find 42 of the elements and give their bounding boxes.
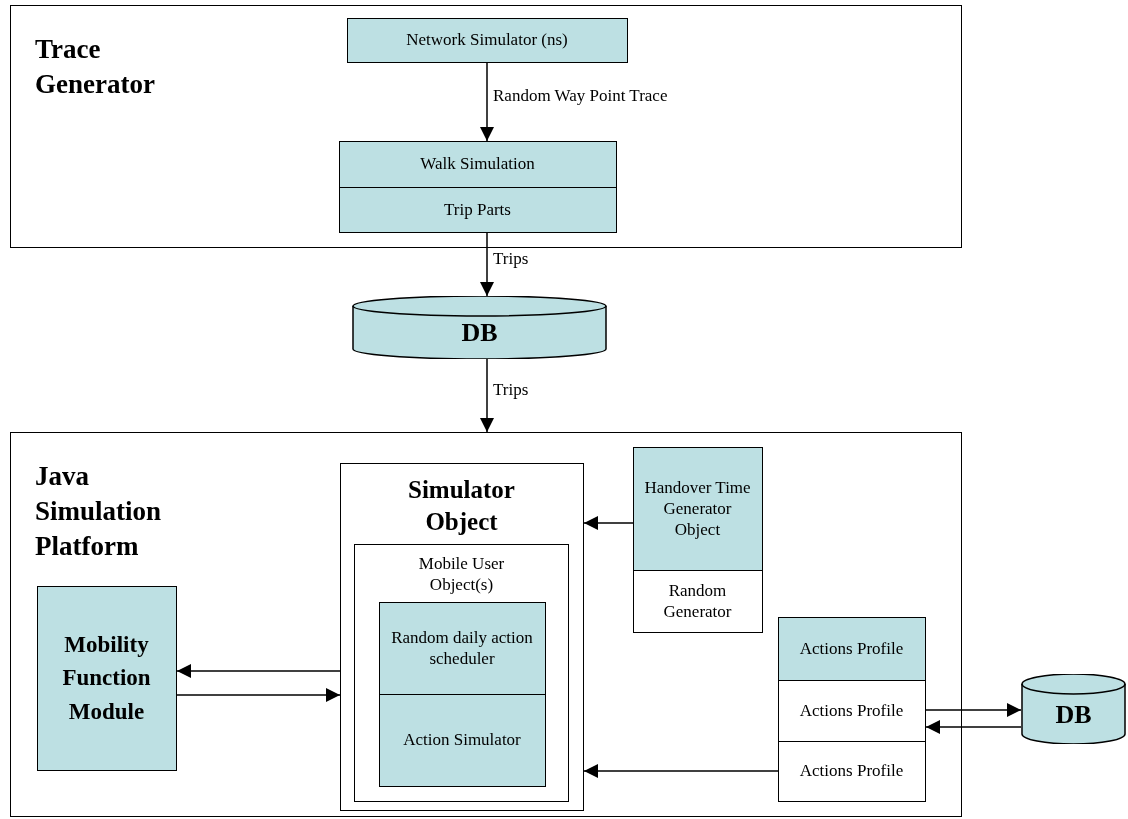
box-label: DB <box>461 317 498 350</box>
arrow <box>480 358 494 433</box>
process-box <box>378 693 546 787</box>
arrow <box>480 232 494 297</box>
box-label: DB <box>1055 698 1092 731</box>
box-label: Trip Parts <box>444 198 511 221</box>
box-label: Actions Profile <box>799 760 904 782</box>
container-box <box>354 544 569 802</box>
box-label: Mobility Function Module <box>61 631 152 726</box>
box-heading: Simulator Object <box>407 474 516 537</box>
process-box <box>338 186 617 233</box>
process-box <box>632 446 763 571</box>
process-box <box>378 601 546 695</box>
process-box <box>338 140 617 188</box>
box-label: Mobile User Object(s) <box>417 553 506 596</box>
box-label: Actions Profile <box>799 637 904 660</box>
arrow <box>583 764 779 778</box>
arrow <box>583 516 634 530</box>
process-box <box>777 616 926 681</box>
arrow <box>176 664 341 678</box>
box-label: Handover Time Generator Object <box>643 476 752 541</box>
arrow <box>176 688 341 702</box>
process-box <box>632 569 763 633</box>
process-box <box>36 585 177 771</box>
container-box <box>10 432 962 817</box>
arrow <box>480 62 494 142</box>
box-label: Network Simulator (ns) <box>406 29 568 51</box>
container-title: Trace Generator <box>35 33 156 102</box>
box-label: Actions Profile <box>799 699 904 722</box>
edge-label: Random Way Point Trace <box>491 86 670 107</box>
box-label: Action Simulator <box>403 729 521 751</box>
arrow <box>925 703 1022 717</box>
box-label: Random Generator <box>662 579 733 623</box>
container-title: Java Simulation Platform <box>35 460 163 564</box>
box-label: Random daily action scheduler <box>390 626 534 670</box>
arrow <box>925 720 1022 734</box>
container-box <box>339 462 584 811</box>
container-box <box>10 5 962 248</box>
box-label: Walk Simulation <box>420 153 535 175</box>
process-box <box>346 17 628 63</box>
process-box <box>777 740 926 802</box>
process-box <box>777 679 926 742</box>
